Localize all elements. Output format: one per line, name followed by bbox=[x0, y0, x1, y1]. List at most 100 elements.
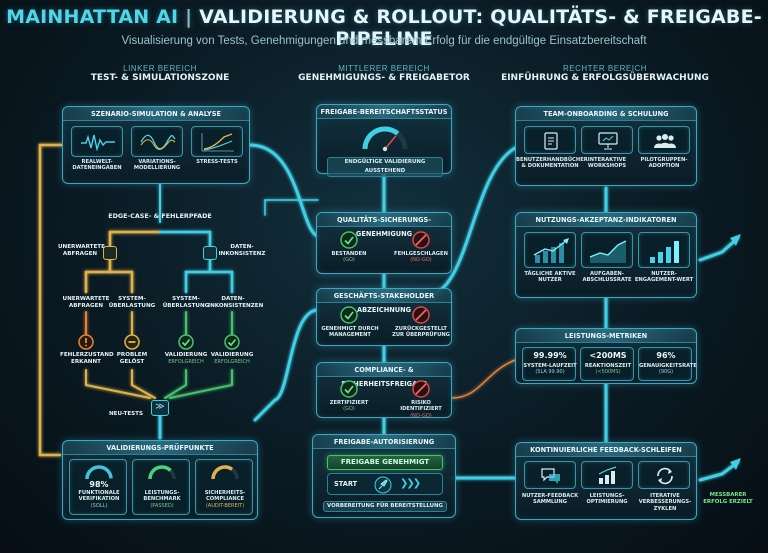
checkpoint-label-text: LEISTUNGS-BENCHMARK bbox=[143, 490, 180, 502]
middle-column-title: GENEHMIGUNGS- & FREIGABETOR bbox=[284, 73, 484, 83]
right-column-header: RECHTER BEREICH EINFÜHRUNG & ERFOLGSÜBER… bbox=[500, 64, 710, 83]
page-subtitle: Visualisierung von Tests, Genehmigungen … bbox=[0, 35, 768, 47]
iteration-tile[interactable] bbox=[638, 461, 690, 489]
checkpoint-label: FUNKTIONALE VERIFIKATION (SOLL) bbox=[70, 490, 128, 509]
optimization-chart-icon bbox=[597, 466, 619, 486]
metric-label: REAKTIONSZEIT (<500MS) bbox=[581, 363, 635, 376]
iteration-label: ITERATIVE VERBESSERUNGS-ZYKLEN bbox=[634, 493, 696, 512]
leaf-label-4: DATEN-INKONSISTENZEN bbox=[208, 296, 258, 310]
left-column-kicker: LINKER BEREICH bbox=[60, 64, 260, 73]
qa-fail-text: FEHLGESCHLAGEN bbox=[394, 251, 448, 257]
readiness-title: FREIGABE-BEREITSCHAFTSSTATUS bbox=[317, 105, 451, 119]
checkpoint-label: SICHERHEITS-COMPLIANCE (AUDIT-BEREIT) bbox=[196, 490, 254, 509]
bar-chart-icon bbox=[647, 237, 683, 265]
realwelt-tile[interactable] bbox=[71, 126, 123, 157]
merge-chevron-icon: ≫ bbox=[151, 400, 169, 416]
manuals-tile[interactable] bbox=[524, 126, 576, 154]
chevrons-icon: ❯❯❯ bbox=[400, 478, 419, 489]
metric-value: <200MS bbox=[581, 351, 635, 360]
stress-label: STRESS-TESTS bbox=[185, 159, 249, 165]
compliance-fail-text: RISIKO IDENTIFIZIERT bbox=[400, 400, 442, 412]
metrics-title: LEISTUNGS-METRIKEN bbox=[516, 329, 696, 343]
variation-tile[interactable] bbox=[131, 126, 183, 157]
leaf-label-2: SYSTEM-ÜBERLASTUNG bbox=[108, 296, 156, 310]
qa-title: QUALITÄTS-SICHERUNGS-GENEHMIGUNG bbox=[317, 213, 451, 227]
business-fail-label: ZURÜCKGESTELLT ZUR ÜBERPRÜFUNG bbox=[391, 326, 451, 339]
metric-label-text: GENAUIGKEITSRATE bbox=[639, 363, 697, 369]
metric-accuracy[interactable]: 96% GENAUIGKEITSRATE (90G) bbox=[638, 347, 692, 381]
stress-tile[interactable] bbox=[191, 126, 243, 157]
check-icon bbox=[224, 334, 240, 350]
scenario-simulation-panel: SZENARIO-SIMULATION & ANALYSE REALWELT-D… bbox=[62, 106, 250, 184]
left-column-title: TEST- & SIMULATIONSZONE bbox=[60, 73, 260, 83]
qa-pass-text: BESTANDEN bbox=[332, 251, 367, 257]
leaf-label-3: SYSTEM-ÜBERLASTUNG bbox=[162, 296, 210, 310]
adoption-panel: NUTZUNGS-AKZEPTANZ-INDIKATOREN TÄGLICHE … bbox=[515, 212, 697, 298]
approved-badge: FREIGABE GENEHMIGT bbox=[327, 455, 443, 470]
middle-column-header: MITTLERER BEREICH GENEHMIGUNGS- & FREIGA… bbox=[284, 64, 484, 83]
qa-fail-label: FEHLGESCHLAGEN (NO-GO) bbox=[393, 251, 449, 264]
qa-fail-sub: (NO-GO) bbox=[410, 257, 432, 263]
gauge-icon bbox=[84, 463, 114, 481]
start-label: START bbox=[334, 480, 357, 488]
gauge-icon bbox=[147, 463, 177, 481]
retest-label: NEU-TESTS bbox=[106, 411, 146, 418]
no-go-icon bbox=[412, 306, 430, 324]
completion-label: AUFGABEN-ABSCHLUSSRATE bbox=[576, 271, 638, 284]
branch-left-label: UNERWARTETE ABFRAGEN bbox=[58, 244, 102, 258]
metric-uptime[interactable]: 99.99% SYSTEM-LAUFZEIT (SLA 99.90) bbox=[522, 347, 576, 381]
sine-waves-icon bbox=[140, 133, 176, 151]
engagement-tile[interactable] bbox=[638, 232, 690, 268]
validation-checkpoints-panel: VALIDIERUNGS-PRÜFPUNKTE 98% FUNKTIONALE … bbox=[62, 440, 258, 520]
growth-bars-icon bbox=[531, 237, 571, 265]
compliance-fail-label: RISIKO IDENTIFIZIERT (NO-GO) bbox=[393, 400, 449, 419]
result-text-1: FEHLERZUSTAND ERKANNT bbox=[60, 352, 114, 365]
metric-response[interactable]: <200MS REAKTIONSZEIT (<500MS) bbox=[580, 347, 634, 381]
readiness-status: ENDGÜLTIGE VALIDIERUNG AUSSTEHEND bbox=[327, 157, 443, 177]
branch-node-left-icon bbox=[103, 246, 117, 260]
check-icon bbox=[340, 380, 358, 398]
completion-tile[interactable] bbox=[581, 232, 633, 268]
readiness-gauge-icon bbox=[360, 122, 410, 152]
checkpoint-functional[interactable]: 98% FUNKTIONALE VERIFIKATION (SOLL) bbox=[69, 459, 127, 515]
checkpoint-performance[interactable]: LEISTUNGS-BENCHMARK (PASSED) bbox=[132, 459, 190, 515]
resolved-icon bbox=[124, 334, 140, 350]
result-label-3: VALIDIERUNG ERFOLGREICH bbox=[160, 352, 212, 366]
checkpoint-label: LEISTUNGS-BENCHMARK (PASSED) bbox=[133, 490, 191, 509]
dau-tile[interactable] bbox=[524, 232, 576, 268]
no-go-icon bbox=[412, 380, 430, 398]
check-icon bbox=[178, 334, 194, 350]
readiness-panel: FREIGABE-BEREITSCHAFTSSTATUS ENDGÜLTIGE … bbox=[316, 104, 452, 174]
qa-pass-sub: (GO) bbox=[343, 257, 355, 263]
chat-bubbles-icon bbox=[540, 466, 562, 486]
compliance-panel: COMPLIANCE- & SICHERHEITSFREIGABE ZERTIF… bbox=[316, 362, 452, 418]
dau-label: TÄGLICHE AKTIVE NUTZER bbox=[518, 271, 582, 284]
title-separator: | bbox=[185, 6, 192, 28]
start-control[interactable]: START ❯❯❯ bbox=[327, 473, 443, 495]
checkpoint-security[interactable]: SICHERHEITS-COMPLIANCE (AUDIT-BEREIT) bbox=[195, 459, 253, 515]
checkpoint-sub: (AUDIT-BEREIT) bbox=[206, 503, 244, 509]
no-go-icon bbox=[412, 231, 430, 249]
edge-case-title: EDGE-CASE- & FEHLERPFADE bbox=[95, 213, 225, 220]
feedback-collection-label: NUTZER-FEEDBACK SAMMLUNG bbox=[518, 493, 582, 506]
checkpoint-label-text: FUNKTIONALE VERIFIKATION bbox=[78, 490, 119, 502]
metrics-panel: LEISTUNGS-METRIKEN 99.99% SYSTEM-LAUFZEI… bbox=[515, 328, 697, 384]
result-sub-4: ERFOLGREICH bbox=[214, 359, 249, 365]
left-column-header: LINKER BEREICH TEST- & SIMULATIONSZONE bbox=[60, 64, 260, 83]
compliance-pass-label: ZERTIFIZIERT (GO) bbox=[323, 400, 375, 413]
feedback-collection-tile[interactable] bbox=[524, 461, 576, 489]
metric-label-text: SYSTEM-LAUFZEIT bbox=[523, 363, 576, 369]
right-column-title: EINFÜHRUNG & ERFOLGSÜBERWACHUNG bbox=[500, 73, 710, 83]
compliance-pass-sub: (GO) bbox=[343, 406, 355, 412]
document-icon bbox=[543, 132, 559, 150]
checkpoint-sub: (PASSED) bbox=[150, 503, 173, 509]
waveform-icon bbox=[80, 133, 116, 151]
onboarding-panel: TEAM-ONBOARDING & SCHULUNG BENUTZERHANDB… bbox=[515, 106, 697, 186]
checkpoint-sub: (SOLL) bbox=[91, 503, 108, 509]
workshops-tile[interactable] bbox=[581, 126, 633, 154]
result-text-3: VALIDIERUNG bbox=[165, 352, 208, 358]
optimization-tile[interactable] bbox=[581, 461, 633, 489]
manuals-label: BENUTZERHANDBÜCHER & DOKUMENTATION bbox=[516, 157, 584, 170]
pilot-tile[interactable] bbox=[638, 126, 690, 154]
metric-label: SYSTEM-LAUFZEIT (SLA 99.90) bbox=[523, 363, 577, 376]
